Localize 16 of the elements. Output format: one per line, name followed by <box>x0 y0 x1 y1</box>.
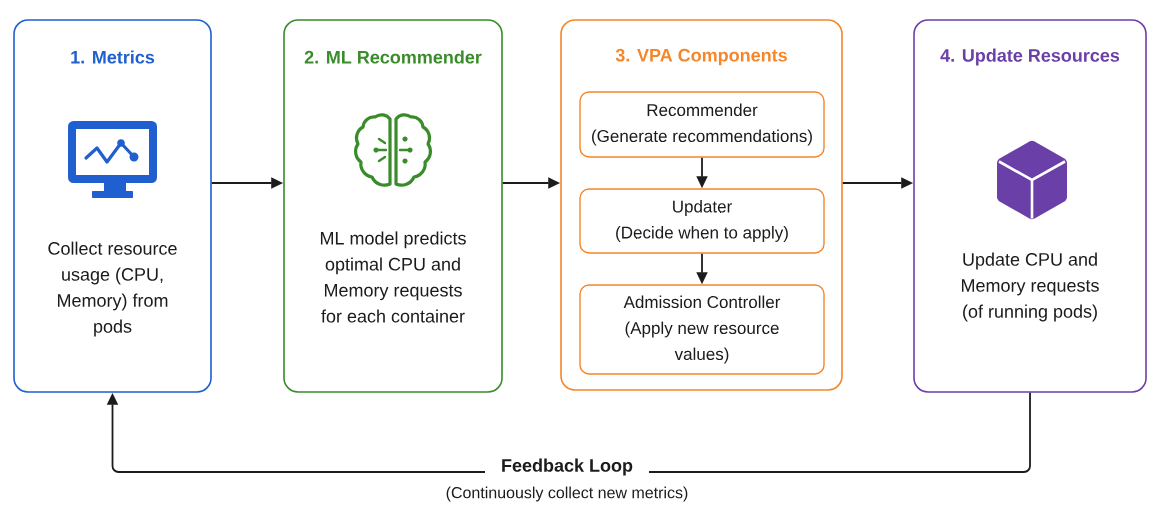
stage-title: 4. Update Resources <box>940 48 1120 66</box>
stage-title: 1. Metrics <box>71 50 155 64</box>
process-box <box>283 19 503 393</box>
stage-title: 3. VPA Components <box>615 48 787 66</box>
loop-note: (Continuously collect new metrics) <box>446 486 688 502</box>
stage-title: 2. ML Recommender <box>304 50 482 64</box>
group-box <box>560 19 843 391</box>
stage-description: Update CPU and Memory requests (of running pods) <box>961 252 1099 322</box>
process-box <box>913 19 1147 393</box>
edge-label: Feedback Loop <box>485 454 649 480</box>
component-box: Recommender (Generate recommendations) <box>579 91 825 158</box>
component-box: Updater (Decide when to apply) <box>579 188 825 254</box>
stage-description: Collect resource usage (CPU, Memory) from pods <box>48 241 177 337</box>
stage-description: ML model predicts optimal CPU and Memory requests for each container <box>320 231 466 323</box>
component-box: Admission Controller (Apply new resource values) <box>579 284 825 375</box>
process-box <box>13 19 212 393</box>
